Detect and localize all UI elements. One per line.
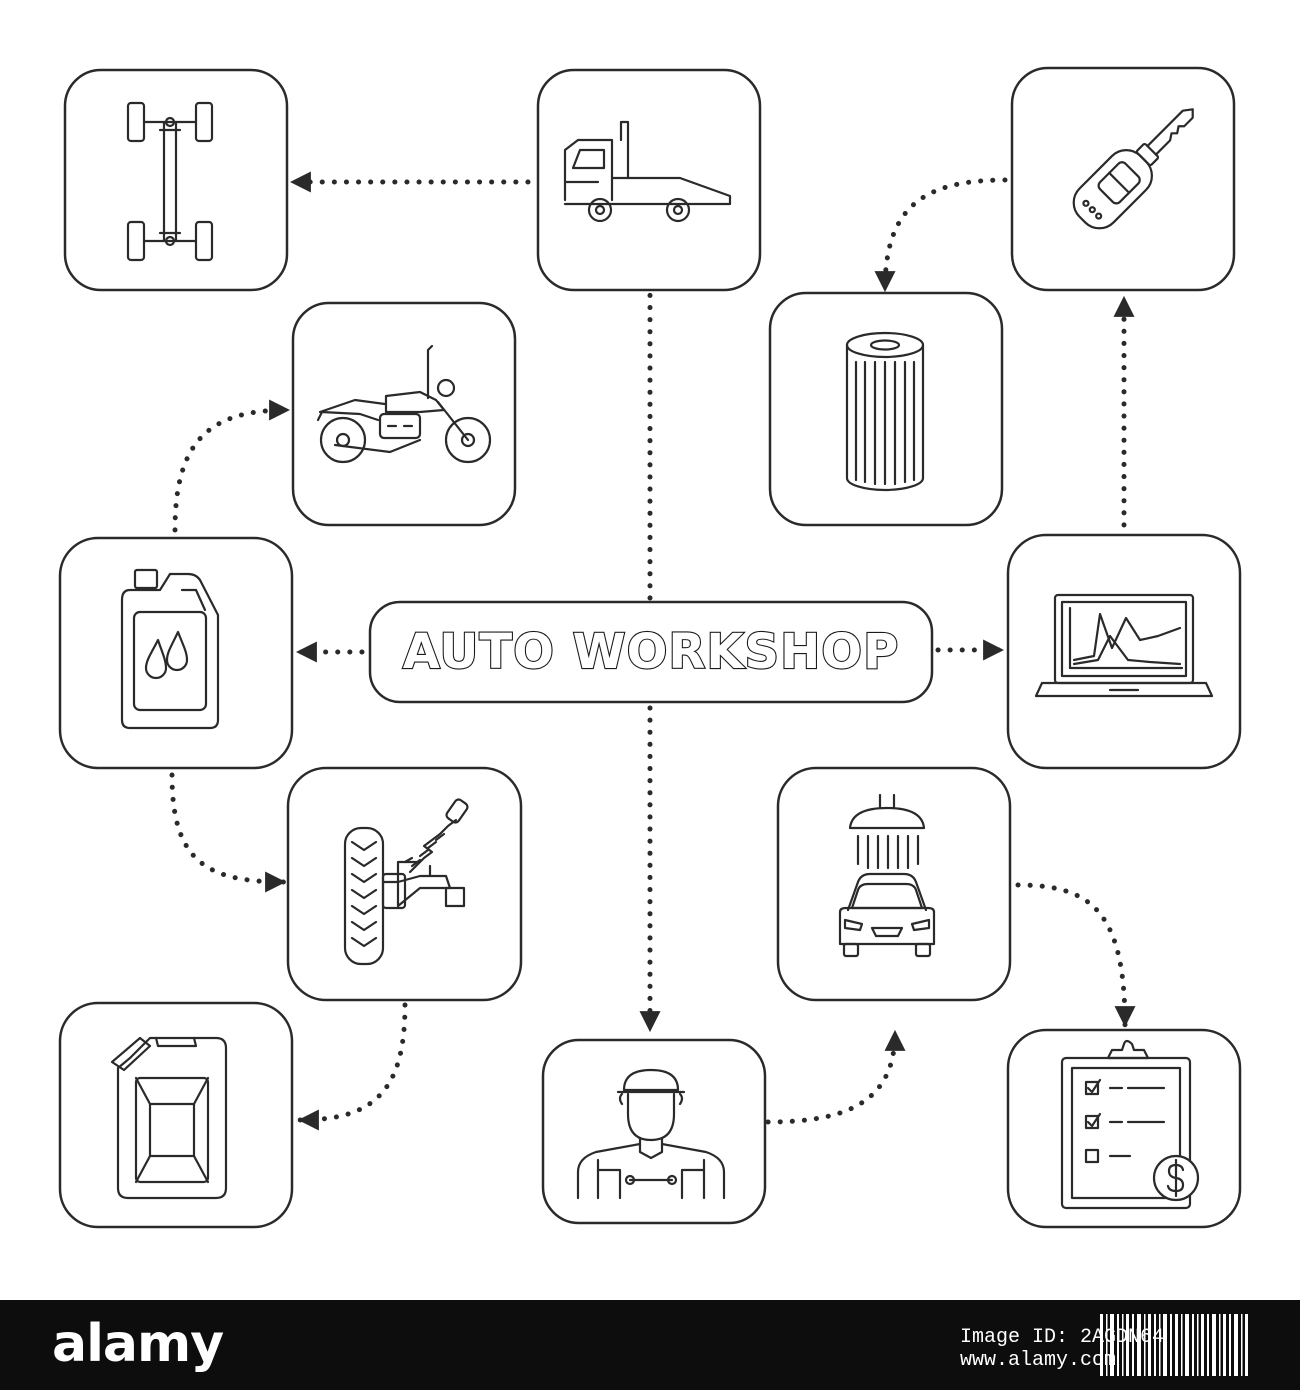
connector-car-wash-to-price-list [1015, 882, 1136, 1028]
connector-car-key-to-oil-filter [874, 177, 1008, 293]
connectors [169, 171, 1136, 1131]
car-key-icon [1072, 108, 1194, 230]
motor-oil-canister-icon [120, 568, 220, 730]
connector-motor-oil-to-suspension [169, 772, 287, 893]
node-mechanic [541, 1038, 767, 1225]
motorcycle-icon [316, 344, 492, 464]
connector-suspension-to-jerrycan [297, 1002, 408, 1131]
node-motorcycle [291, 301, 517, 527]
node-chassis [63, 68, 289, 292]
node-car-key [1010, 66, 1236, 292]
node-jerrycan [58, 1001, 294, 1229]
footer-bar: alamy Image ID: 2AGDN64 www.alamy.com [0, 1300, 1300, 1390]
diagram-title: AUTO WORKSHOP [403, 624, 900, 680]
barcode-icon [1100, 1314, 1248, 1376]
node-car-wash [776, 766, 1012, 1002]
node-suspension [286, 766, 523, 1002]
jerrycan-icon [110, 1036, 228, 1200]
node-diagnostics [1006, 533, 1242, 770]
node-oil-filter [768, 291, 1004, 527]
mind-map: AUTO WORKSHOP [58, 66, 1242, 1229]
site-url: www.alamy.com [960, 1349, 1117, 1372]
node-tow-truck [536, 68, 762, 292]
connector-mechanic-to-car-wash [765, 1029, 906, 1125]
oil-filter-icon [845, 331, 925, 492]
laptop-diagnostics-icon [1034, 593, 1214, 698]
wheel-suspension-icon [343, 798, 469, 966]
service-price-list-icon [1060, 1039, 1200, 1210]
brand-logo: alamy [52, 1314, 224, 1374]
car-wash-icon [838, 793, 936, 958]
connector-motor-oil-to-motorcycle [172, 399, 291, 533]
node-motor-oil [58, 536, 294, 770]
node-price-list [1006, 1028, 1242, 1229]
car-mechanic-icon [576, 1068, 726, 1200]
tow-truck-icon [563, 120, 732, 223]
car-chassis-icon [126, 101, 214, 262]
title-box: AUTO WORKSHOP [368, 600, 934, 704]
